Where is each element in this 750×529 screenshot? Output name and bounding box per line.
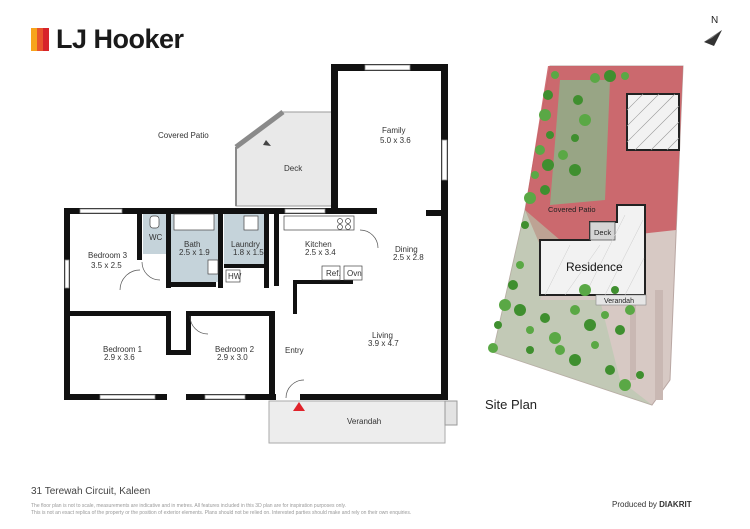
compass-icon bbox=[704, 30, 722, 46]
site-tree bbox=[591, 341, 599, 349]
disclaimer-line-2: This is not an exact replica of the prop… bbox=[31, 510, 412, 516]
site-tree bbox=[514, 304, 526, 316]
entry-marker bbox=[293, 402, 305, 411]
bath-name: Bath bbox=[184, 240, 201, 249]
living-size: 3.9 x 4.7 bbox=[368, 339, 399, 348]
site-trees bbox=[488, 70, 644, 391]
bedroom3-size: 3.5 x 2.5 bbox=[91, 261, 122, 270]
site-tree bbox=[625, 305, 635, 315]
site-verandah-label: Verandah bbox=[604, 298, 634, 305]
brand-name: LJ Hooker bbox=[56, 24, 184, 54]
site-covered-patio-label: Covered Patio bbox=[548, 205, 596, 214]
site-tree bbox=[516, 261, 524, 269]
brand-logo: LJ Hooker bbox=[31, 24, 184, 55]
laundry-name: Laundry bbox=[231, 240, 260, 249]
site-tree bbox=[542, 159, 554, 171]
site-tree bbox=[569, 164, 581, 176]
site-tree bbox=[526, 326, 534, 334]
site-tree bbox=[524, 192, 536, 204]
entry-label: Entry bbox=[285, 346, 304, 355]
logo-stripe-1 bbox=[31, 28, 37, 51]
site-tree bbox=[531, 171, 539, 179]
site-outbuilding bbox=[626, 93, 680, 151]
site-tree bbox=[539, 109, 551, 121]
site-tree bbox=[571, 134, 579, 142]
site-deck-label: Deck bbox=[594, 228, 612, 237]
site-tree bbox=[579, 284, 591, 296]
bedroom3-name: Bedroom 3 bbox=[88, 251, 128, 260]
ovn-label: Ovn bbox=[347, 269, 362, 278]
site-tree bbox=[488, 343, 498, 353]
site-residence-label: Residence bbox=[566, 260, 623, 274]
site-tree bbox=[499, 299, 511, 311]
disclaimer-line-1: The floor plan is not to scale, measurem… bbox=[31, 503, 347, 509]
site-tree bbox=[521, 221, 529, 229]
bedroom2-name: Bedroom 2 bbox=[215, 345, 255, 354]
site-tree bbox=[636, 371, 644, 379]
site-tree bbox=[508, 280, 518, 290]
site-tree bbox=[546, 131, 554, 139]
site-tree bbox=[551, 71, 559, 79]
north-label: N bbox=[711, 15, 719, 26]
site-tree bbox=[549, 332, 561, 344]
logo-stripe-2 bbox=[37, 28, 43, 51]
site-tree bbox=[573, 95, 583, 105]
dining-size: 2.5 x 2.8 bbox=[393, 253, 424, 262]
produced-by-label: Produced by bbox=[612, 500, 657, 509]
dining-name: Dining bbox=[395, 245, 418, 254]
site-tree bbox=[555, 345, 565, 355]
logo-stripe-3 bbox=[43, 28, 49, 51]
site-tree bbox=[611, 286, 619, 294]
site-tree bbox=[604, 70, 616, 82]
bath-size: 2.5 x 1.9 bbox=[179, 248, 210, 257]
producer-name: DIAKRIT bbox=[659, 500, 692, 509]
site-tree bbox=[570, 305, 580, 315]
kitchen-size: 2.5 x 3.4 bbox=[305, 248, 336, 257]
site-tree bbox=[590, 73, 600, 83]
site-tree bbox=[540, 185, 550, 195]
ref-label: Ref. bbox=[326, 269, 341, 278]
site-tree bbox=[569, 354, 581, 366]
deck-label: Deck bbox=[284, 164, 303, 173]
produced-by: Produced by DIAKRIT bbox=[612, 500, 692, 509]
verandah-label: Verandah bbox=[347, 417, 382, 426]
site-tree bbox=[615, 325, 625, 335]
site-tree bbox=[543, 90, 553, 100]
logo-stripes bbox=[31, 28, 49, 51]
covered-patio-label: Covered Patio bbox=[158, 131, 209, 140]
living-name: Living bbox=[372, 331, 393, 340]
site-tree bbox=[526, 346, 534, 354]
site-tree bbox=[621, 72, 629, 80]
bedroom1-size: 2.9 x 3.6 bbox=[104, 353, 135, 362]
property-address: 31 Terewah Circuit, Kaleen bbox=[31, 486, 151, 497]
site-tree bbox=[601, 311, 609, 319]
laundry-size: 1.8 x 1.5 bbox=[233, 248, 264, 257]
wc-label: WC bbox=[149, 233, 163, 242]
site-tree bbox=[619, 379, 631, 391]
site-tree bbox=[540, 313, 550, 323]
disclaimer: The floor plan is not to scale, measurem… bbox=[31, 503, 411, 517]
family-size: 5.0 x 3.6 bbox=[380, 136, 411, 145]
site-tree bbox=[605, 365, 615, 375]
deck-area bbox=[235, 111, 336, 207]
site-plan-title: Site Plan bbox=[485, 397, 538, 412]
kitchen-name: Kitchen bbox=[305, 240, 332, 249]
bedroom2-size: 2.9 x 3.0 bbox=[217, 353, 248, 362]
site-tree bbox=[494, 321, 502, 329]
bedroom1-name: Bedroom 1 bbox=[103, 345, 143, 354]
hw-label: HW bbox=[228, 272, 242, 281]
family-name: Family bbox=[382, 126, 406, 135]
site-tree bbox=[579, 114, 591, 126]
site-tree bbox=[558, 150, 568, 160]
site-tree bbox=[584, 319, 596, 331]
site-tree bbox=[535, 145, 545, 155]
